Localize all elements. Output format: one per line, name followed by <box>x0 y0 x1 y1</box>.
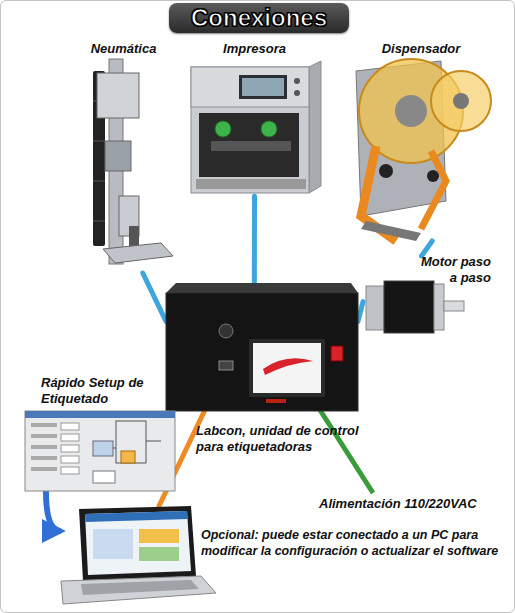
unit-top <box>166 283 358 293</box>
input-field <box>61 467 79 474</box>
node-heading: Dispensador <box>366 41 476 57</box>
screen-panel <box>139 547 179 561</box>
printer-base <box>196 179 306 189</box>
device-node: Rápido Setup de Etiquetado <box>23 379 176 491</box>
annotation-label: Alimentación 110/220VAC <box>319 496 509 512</box>
field-caption <box>31 445 57 449</box>
device-node: Impresora <box>186 39 323 196</box>
printer-panel <box>191 67 309 107</box>
peel-plate <box>361 221 421 241</box>
schematic-block <box>93 441 113 456</box>
chain-link <box>93 141 105 142</box>
roll-core <box>453 93 469 109</box>
printer-body <box>191 67 309 193</box>
node-heading: Motor paso a paso <box>413 254 491 286</box>
schematic-frame <box>116 421 146 463</box>
laptop-bezel <box>79 506 196 581</box>
input-field <box>61 423 79 430</box>
node-heading: Rápido Setup de Etiquetado <box>41 375 156 407</box>
input-field <box>61 456 79 463</box>
connector-line <box>422 241 433 256</box>
power-switch <box>331 346 343 361</box>
connector-port <box>219 324 233 338</box>
chain-link <box>93 221 105 222</box>
field-caption <box>31 423 57 427</box>
printer-display <box>239 75 287 99</box>
laptop-screen <box>85 511 191 575</box>
motor-back-cap <box>366 286 384 330</box>
base-plate <box>103 243 173 263</box>
connector-line <box>46 491 61 531</box>
button <box>294 78 300 84</box>
laptop-base <box>61 576 216 604</box>
device-node: Motor paso a paso <box>363 256 493 339</box>
roller <box>211 141 291 151</box>
device-node: Dispensador <box>341 39 493 241</box>
field-caption <box>31 456 57 460</box>
printer-opening <box>199 113 299 177</box>
schematic-line <box>146 441 161 442</box>
window-titlebar <box>25 411 175 418</box>
device-node: Opcional: puede estar conectado a un PC … <box>61 506 201 606</box>
screen-panel <box>139 529 179 543</box>
diagram-title: Conexiones <box>169 4 349 32</box>
device-node: Labcon, unidad de control para etiquetad… <box>166 283 358 411</box>
roll-core <box>395 95 427 127</box>
motor-body <box>384 281 434 333</box>
actuator-head <box>97 73 139 118</box>
screen-bezel <box>249 339 325 397</box>
screen-header <box>85 511 188 522</box>
rewind-roll <box>431 71 491 131</box>
green-knob <box>261 121 277 137</box>
connector-line <box>143 273 166 321</box>
logo-swoosh <box>263 358 313 375</box>
usb-port <box>219 361 233 370</box>
laptop-keyboard <box>81 580 199 595</box>
unit-front <box>166 293 358 411</box>
field-caption <box>31 434 57 438</box>
schematic-label <box>121 451 135 463</box>
button <box>294 90 300 96</box>
motor-shaft <box>444 301 464 311</box>
node-heading: Impresora <box>186 41 323 57</box>
connector-line <box>252 196 257 283</box>
title-banner: Conexiones <box>169 3 349 33</box>
printer-side <box>309 61 321 193</box>
carriage <box>105 141 131 171</box>
input-field <box>61 434 79 441</box>
power-wire <box>313 399 373 493</box>
connector-line <box>358 302 363 322</box>
screen-panel <box>93 529 133 559</box>
roller <box>427 170 439 182</box>
screenshot-window <box>25 411 175 491</box>
display-screen <box>242 78 284 96</box>
node-heading: Neumática <box>81 41 166 57</box>
device-node: Neumática <box>81 39 176 273</box>
roller <box>379 164 393 178</box>
motor-front-cap <box>434 284 444 330</box>
touch-screen <box>253 343 321 393</box>
led <box>266 399 286 403</box>
node-heading: Opcional: puede estar conectado a un PC … <box>201 528 503 559</box>
chain-link <box>93 181 105 182</box>
node-heading: Labcon, unidad de control para etiquetad… <box>196 423 381 455</box>
label-web <box>421 151 446 229</box>
schematic-block <box>93 471 115 483</box>
field-caption <box>31 467 57 471</box>
input-field <box>61 445 79 452</box>
schematic-line <box>113 448 116 449</box>
green-knob <box>215 121 231 137</box>
